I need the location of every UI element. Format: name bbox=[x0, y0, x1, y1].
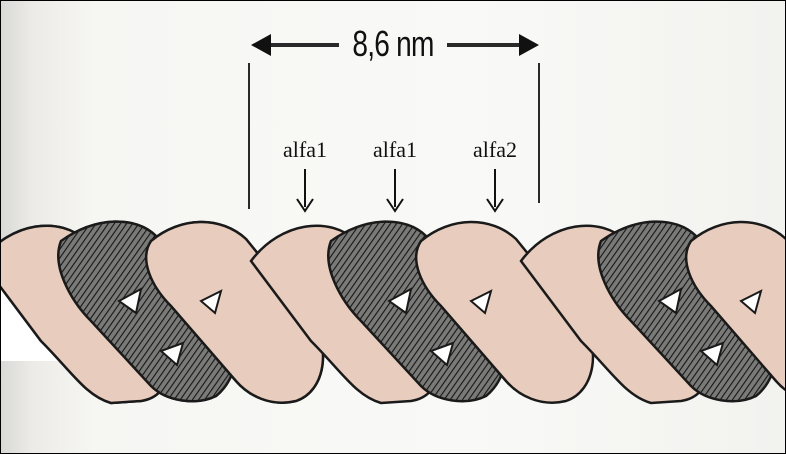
dimension-label: 8,6 nm bbox=[346, 23, 440, 65]
chain-pointers bbox=[297, 169, 503, 211]
chain-label-alfa1-first: alfa1 bbox=[265, 137, 345, 163]
right-arrowhead bbox=[519, 34, 539, 56]
left-arrowhead bbox=[251, 34, 271, 56]
chain-label-alfa2: alfa2 bbox=[455, 137, 535, 163]
chain-label-alfa1-second: alfa1 bbox=[355, 137, 435, 163]
helix-strands bbox=[1, 222, 785, 403]
